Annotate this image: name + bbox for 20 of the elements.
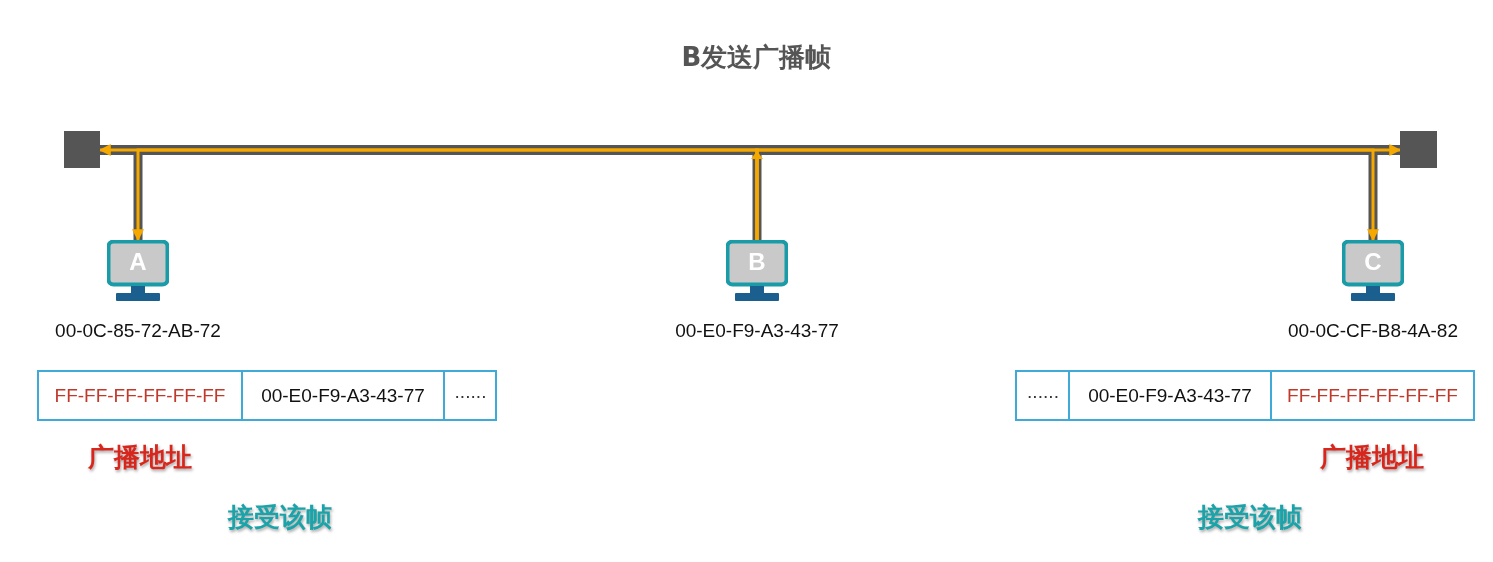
cable-terminator xyxy=(1400,131,1437,168)
cable-terminator xyxy=(64,131,100,168)
accept-frame-note: 接受该帧 xyxy=(226,501,333,534)
mac-address: 00-0C-85-72-AB-72 xyxy=(54,320,222,342)
diagram-title: B发送广播帧 xyxy=(680,41,833,74)
accept-frame-note: 接受该帧 xyxy=(1196,501,1303,534)
address-field: 00-E0-F9-A3-43-77 xyxy=(241,370,445,421)
bus-cable xyxy=(100,145,1400,155)
ellipsis-field: ······ xyxy=(443,370,497,421)
broadcast-address-note: 广播地址 xyxy=(87,441,193,474)
broadcast-address-note: 广播地址 xyxy=(1319,441,1425,474)
computer-monitor xyxy=(1342,240,1404,302)
computer-monitor xyxy=(107,240,169,302)
mac-address: 00-0C-CF-B8-4A-82 xyxy=(1287,320,1459,342)
address-field: 00-E0-F9-A3-43-77 xyxy=(1068,370,1272,421)
computer-monitor xyxy=(726,240,788,302)
ellipsis-field: ······ xyxy=(1015,370,1070,421)
mac-address: 00-E0-F9-A3-43-77 xyxy=(674,320,840,342)
address-field: FF-FF-FF-FF-FF-FF xyxy=(1270,370,1475,421)
address-field: FF-FF-FF-FF-FF-FF xyxy=(37,370,243,421)
